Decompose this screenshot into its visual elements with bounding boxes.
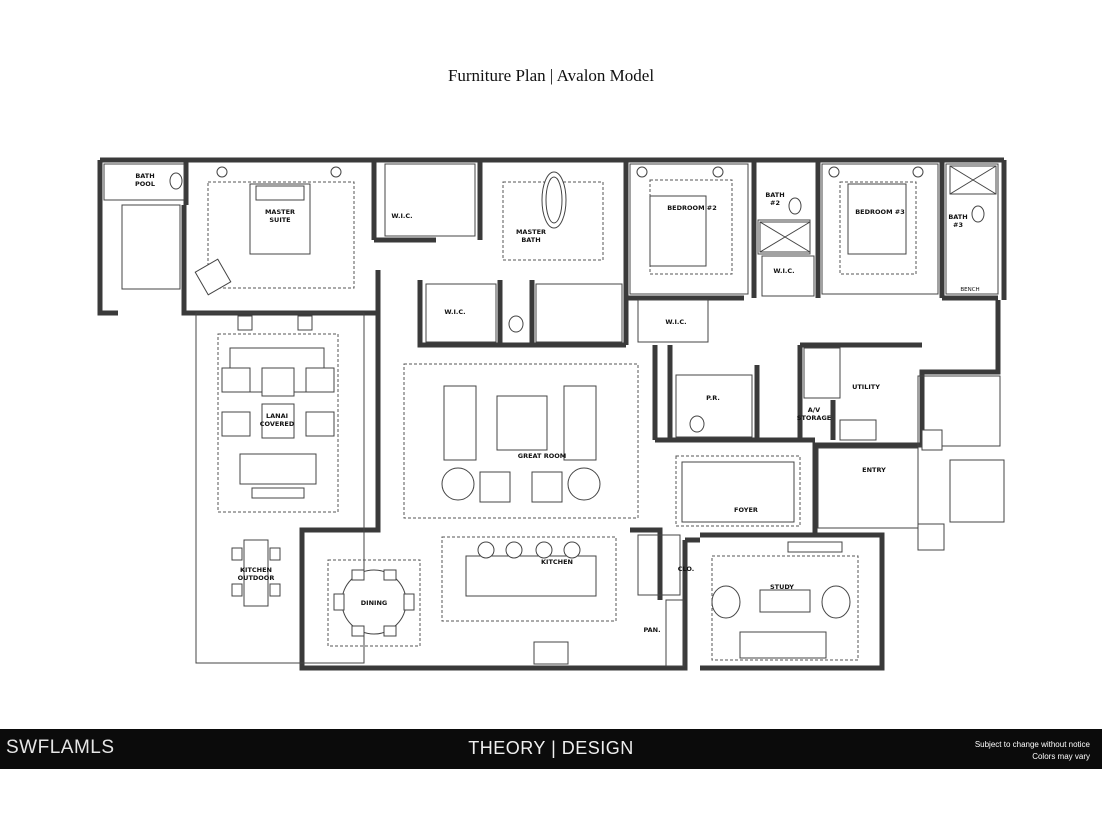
label-bath-2: BATH (765, 191, 784, 199)
label-lanai-2: COVERED (260, 420, 295, 428)
label-bench: BENCH (960, 287, 979, 293)
label-entry: ENTRY (862, 466, 886, 474)
label-master-bath: MASTER (516, 228, 546, 236)
disclaimer-line-2: Colors may vary (1032, 752, 1090, 761)
label-clo: CLO. (678, 565, 695, 573)
label-av-storage: A/V (808, 406, 820, 414)
label-pr: P.R. (706, 394, 720, 402)
label-wic-master: W.I.C. (391, 212, 412, 220)
secondary-lines (103, 163, 1005, 667)
label-study: STUDY (770, 583, 794, 591)
disclaimer-line-1: Subject to change without notice (974, 740, 1090, 749)
label-dining: DINING (361, 599, 387, 607)
label-master-suite: MASTER (265, 208, 295, 216)
label-master-bath-2: BATH (521, 236, 540, 244)
label-pan: PAN. (643, 626, 660, 634)
label-master-suite-2: SUITE (269, 216, 290, 224)
label-kitchen-outdoor: KITCHEN (240, 566, 272, 574)
label-lanai: LANAI (266, 412, 288, 420)
label-bath-pool-2: POOL (135, 180, 155, 188)
label-utility: UTILITY (852, 383, 880, 391)
label-great-room: GREAT ROOM (518, 452, 567, 460)
label-bath-3: BATH (948, 213, 967, 221)
furniture (169, 165, 997, 665)
brand-name: THEORY | DESIGN (468, 738, 634, 758)
interior-walls (183, 160, 998, 600)
label-foyer: FOYER (734, 506, 758, 514)
label-wic-bed2: W.I.C. (665, 318, 686, 326)
label-wic-hall: W.I.C. (444, 308, 465, 316)
label-bedroom-2: BEDROOM #2 (667, 204, 717, 212)
label-bath-pool: BATH (135, 172, 154, 180)
footer-bar: SWFLAMLS THEORY | DESIGN Subject to chan… (0, 729, 1102, 769)
plan-title: Furniture Plan | Avalon Model (447, 66, 655, 85)
room-labels: BATH POOL MASTER SUITE W.I.C. MASTER BAT… (135, 172, 980, 634)
label-av-storage-2: STORAGE (797, 414, 831, 422)
label-bath-3b: #3 (953, 221, 963, 229)
label-kitchen-outdoor-2: OUTDOOR (238, 574, 275, 582)
label-kitchen: KITCHEN (541, 558, 573, 566)
mls-watermark: SWFLAMLS (6, 737, 115, 758)
floor-plan: BATH POOL MASTER SUITE W.I.C. MASTER BAT… (97, 157, 1007, 671)
label-bath-2b: #2 (770, 199, 780, 207)
label-wic-bed3: W.I.C. (773, 267, 794, 275)
label-bedroom-3: BEDROOM #3 (855, 208, 905, 216)
